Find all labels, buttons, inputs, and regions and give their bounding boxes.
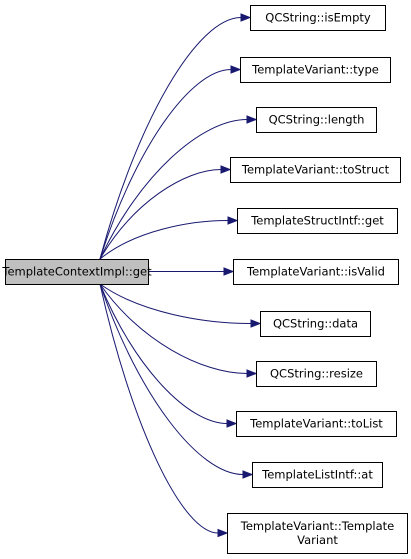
- edge-arrowhead: [217, 528, 229, 538]
- edge-line: [99, 283, 252, 324]
- edge-to-templatelistintf-at: [99, 283, 254, 479]
- callee-node-templatevariant-isvalid[interactable]: TemplateVariant::isValid: [233, 259, 399, 285]
- node-box: [250, 5, 386, 31]
- edge-line: [99, 283, 219, 534]
- edge-to-qcstring-resize: [99, 283, 258, 378]
- edge-line: [99, 283, 228, 424]
- edge-arrowhead: [230, 65, 242, 74]
- node-box: [230, 157, 401, 183]
- node-box: [256, 361, 377, 387]
- callee-node-templatevariant-tolist[interactable]: TemplateVariant::toList: [236, 411, 397, 437]
- edge-to-qcstring-isempty: [99, 13, 252, 260]
- edge-to-templatevariant-tolist: [99, 283, 238, 428]
- node-label: Variant: [297, 533, 338, 547]
- node-label: TemplateContextImpl::get: [1, 265, 152, 279]
- edge-to-qcstring-data: [99, 283, 262, 328]
- node-label: QCString::length: [269, 113, 365, 127]
- node-box: [260, 311, 371, 337]
- edge-to-templatestructintf-get: [99, 216, 239, 260]
- edge-arrowhead: [223, 267, 235, 276]
- call-nodes: TemplateContextImpl::get QCString::isEmpt…: [1, 5, 408, 554]
- edge-arrowhead: [227, 216, 239, 225]
- node-box: [256, 107, 377, 133]
- callee-node-templatestructintf-get[interactable]: TemplateStructIntf::get: [237, 208, 398, 234]
- node-label: QCString::data: [273, 317, 358, 331]
- edge-line: [99, 119, 248, 260]
- edge-line: [99, 283, 248, 374]
- edge-arrowhead: [220, 165, 232, 174]
- edge-line: [99, 283, 244, 475]
- edge-to-templatevariant-template-variant: [99, 283, 229, 538]
- callee-node-qcstring-isempty[interactable]: QCString::isEmpty: [250, 5, 386, 31]
- edge-arrowhead: [240, 13, 252, 22]
- callee-node-templatevariant-type[interactable]: TemplateVariant::type: [240, 57, 391, 83]
- node-label: TemplateVariant::Template: [240, 519, 395, 533]
- node-box: [227, 513, 408, 554]
- edge-line: [99, 220, 229, 260]
- callee-node-templatevariant-template-variant[interactable]: TemplateVariant::TemplateVariant: [227, 513, 408, 554]
- edge-arrowhead: [246, 115, 258, 124]
- edge-to-templatevariant-tostruct: [99, 165, 232, 260]
- node-label: QCString::resize: [270, 367, 363, 381]
- node-label: TemplateVariant::toStruct: [241, 163, 390, 177]
- node-box: [237, 208, 398, 234]
- root-node-templatecontextimpl-get[interactable]: TemplateContextImpl::get: [1, 259, 152, 285]
- edge-line: [99, 17, 242, 260]
- edge-line: [99, 169, 222, 260]
- edge-line: [99, 69, 232, 260]
- edge-to-templatevariant-type: [99, 65, 242, 260]
- edge-arrowhead: [226, 419, 238, 428]
- node-label: TemplateStructIntf::get: [250, 214, 384, 228]
- node-box: [252, 462, 383, 488]
- callee-node-qcstring-resize[interactable]: QCString::resize: [256, 361, 377, 387]
- edge-to-qcstring-length: [99, 115, 258, 260]
- call-edges: [99, 13, 262, 538]
- node-label: TemplateVariant::isValid: [246, 265, 385, 279]
- callee-node-qcstring-data[interactable]: QCString::data: [260, 311, 371, 337]
- node-box: [236, 411, 397, 437]
- node-box: [233, 259, 399, 285]
- node-label: QCString::isEmpty: [265, 11, 371, 25]
- callee-node-qcstring-length[interactable]: QCString::length: [256, 107, 377, 133]
- edge-arrowhead: [246, 369, 258, 378]
- edge-arrowhead: [250, 319, 262, 328]
- node-box: [240, 57, 391, 83]
- node-label: TemplateVariant::toList: [249, 417, 383, 431]
- edge-arrowhead: [242, 470, 254, 479]
- edge-to-templatevariant-isvalid: [147, 267, 235, 276]
- callee-node-templatelistintf-at[interactable]: TemplateListIntf::at: [252, 462, 383, 488]
- node-label: TemplateListIntf::at: [261, 468, 373, 482]
- node-label: TemplateVariant::type: [251, 63, 379, 77]
- node-box: [5, 259, 149, 285]
- callee-node-templatevariant-tostruct[interactable]: TemplateVariant::toStruct: [230, 157, 401, 183]
